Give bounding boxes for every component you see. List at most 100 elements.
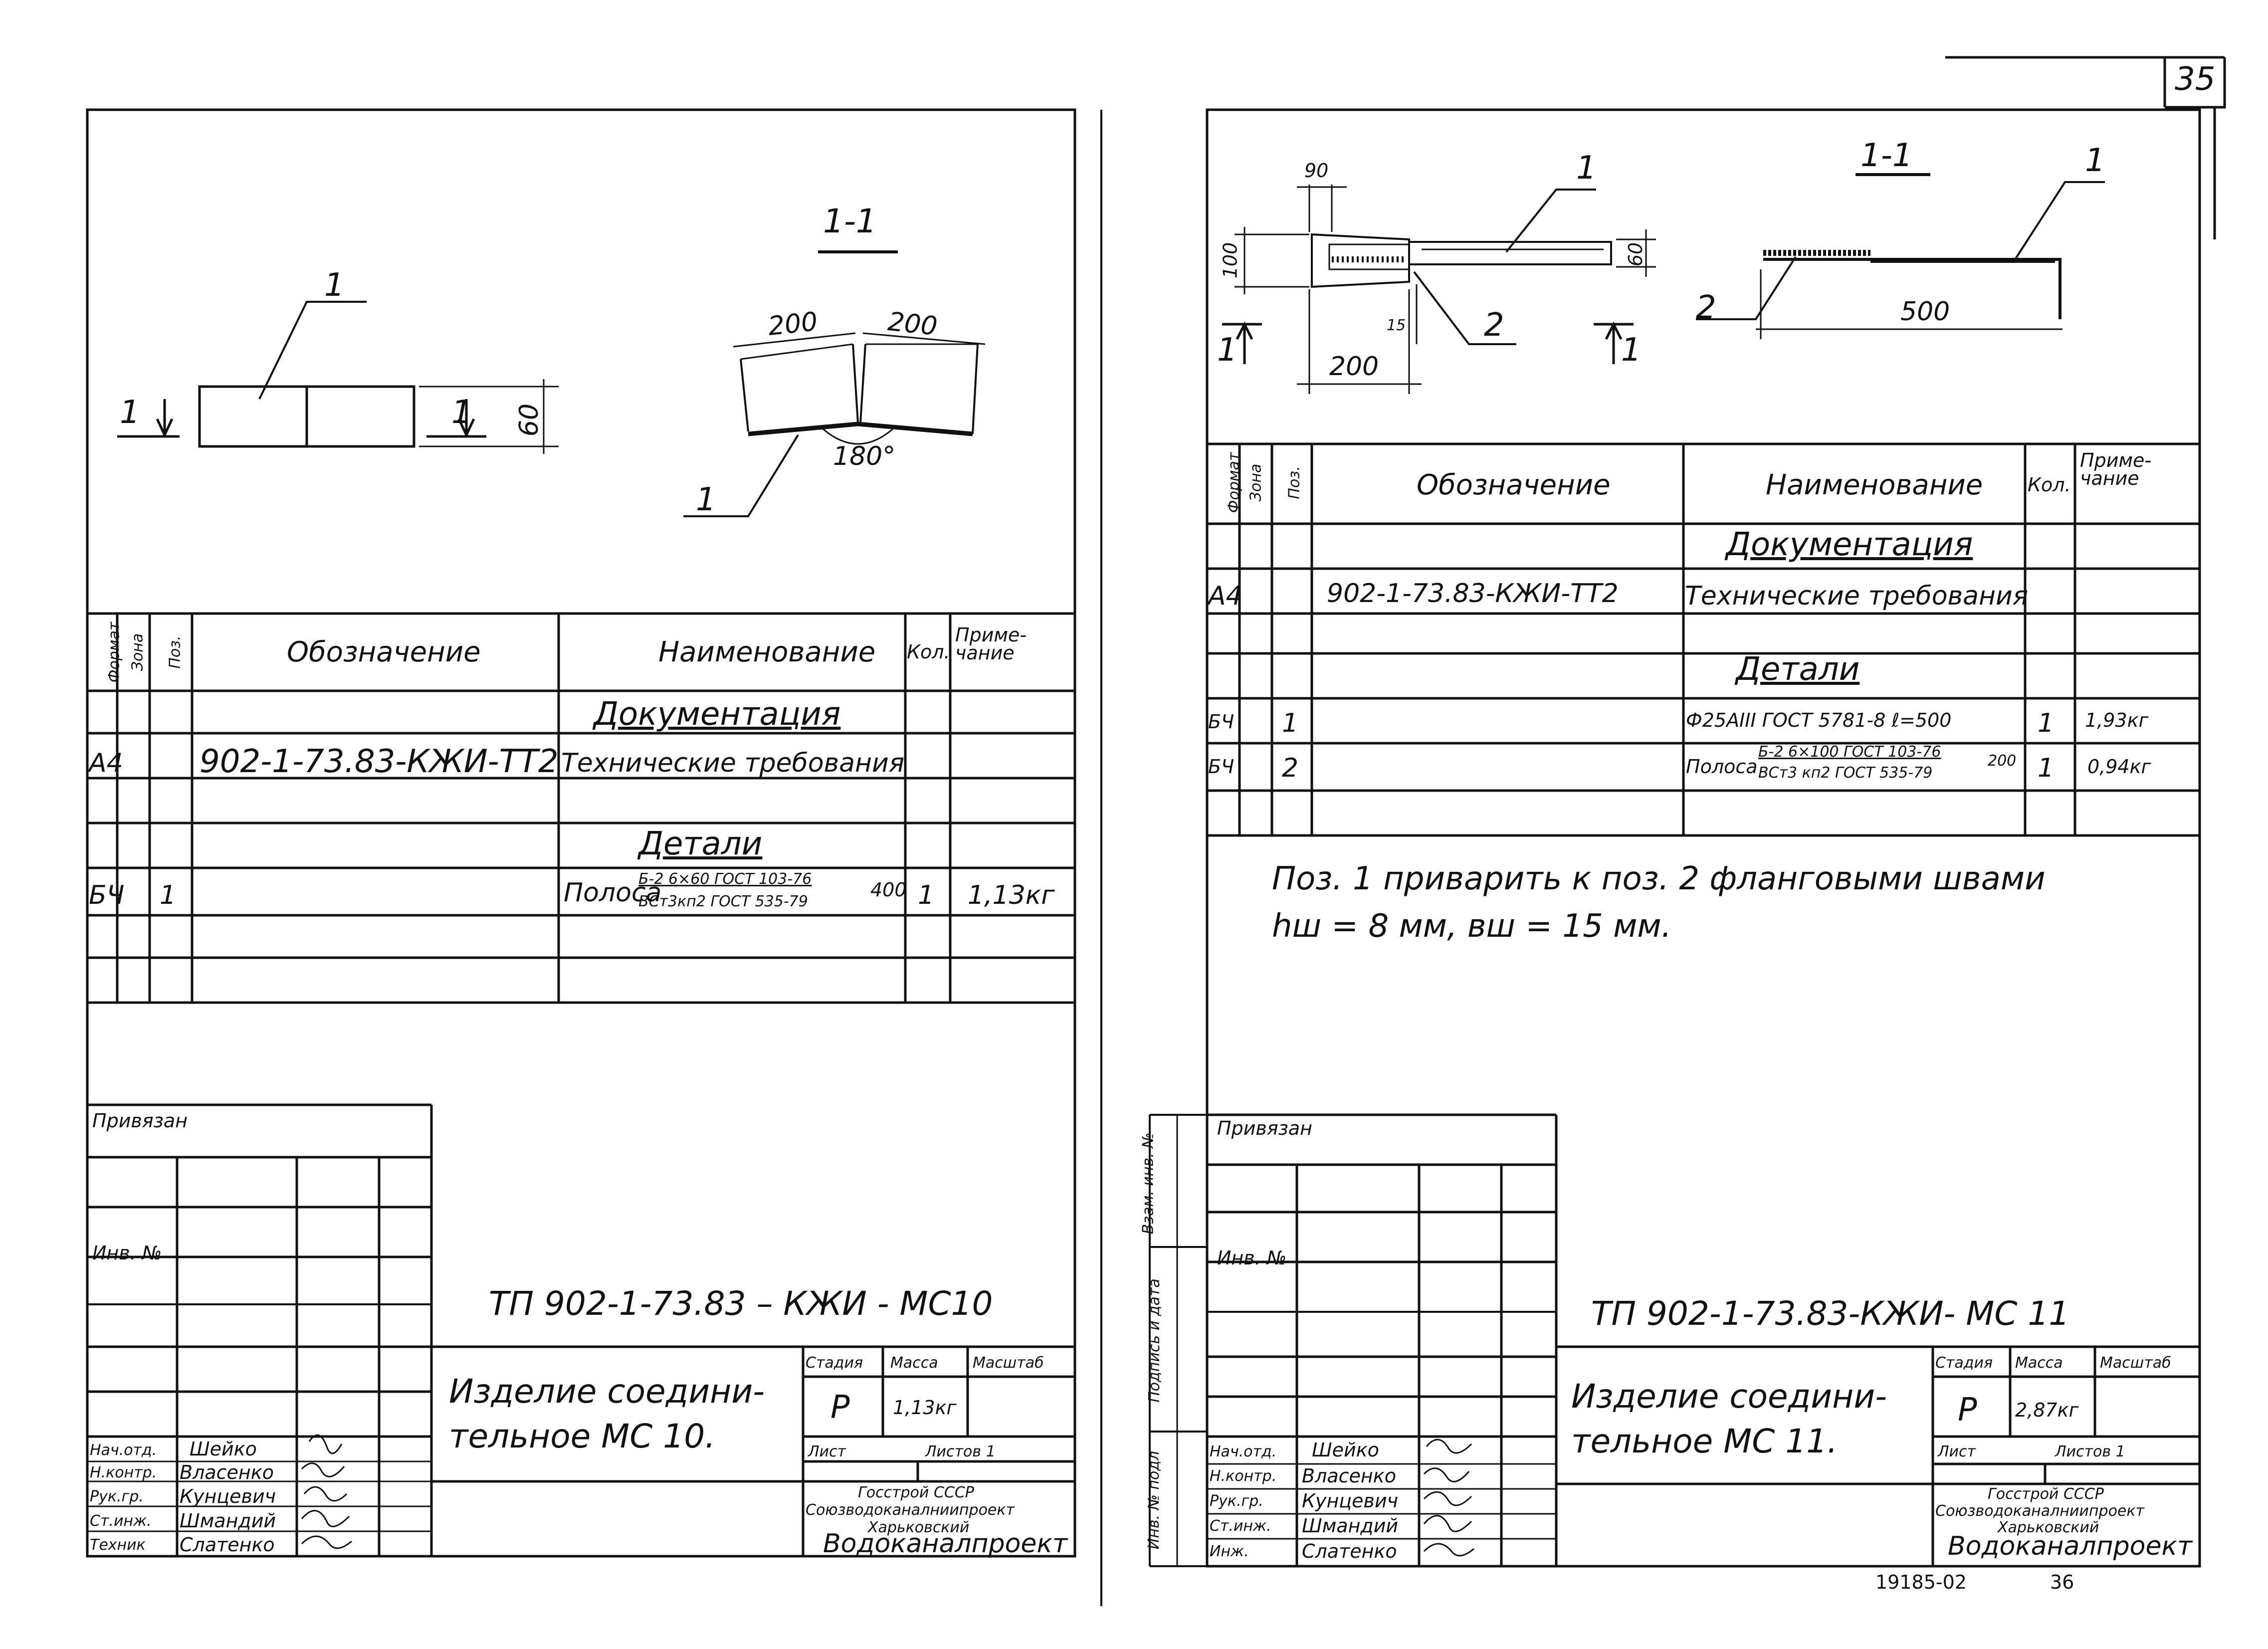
right-cut-right: 1 [1621,332,1642,369]
right-side-stamp-grid [1149,1114,1207,1567]
left-callout-1b: 1 [696,481,716,518]
right-title-grid [1207,1113,2200,1566]
left-signer-name-1: Власенко [180,1461,274,1483]
right-signer-name-2: Кунцевич [1302,1490,1399,1512]
left-doc-code: ТП 902-1-73.83 – КЖИ - МС10 [489,1284,993,1323]
right-dim-100: 100 [1219,242,1241,279]
left-signer-role-4: Техник [90,1536,146,1554]
bottom-page: 36 [2050,1571,2074,1593]
right-dim-90: 90 [1304,160,1329,182]
right-signer-name-1: Власенко [1302,1465,1396,1487]
right-inv: Инв. № [1217,1247,1287,1269]
right-note-line2: hш = 8 мм, вш = 15 мм. [1272,908,1672,945]
right-privyazan: Привязан [1217,1117,1312,1139]
left-mass-label: Масса [890,1354,938,1372]
left-section-label: 1-1 [823,202,877,240]
left-title: Изделие соедини- тельное МС 10. [449,1372,765,1455]
right-hdr-note: Приме- чание [2080,449,2152,489]
signature-scribbles [301,1434,1474,1557]
right-row5-qty: 1 [2038,753,2055,783]
left-stage-label: Стадия [806,1354,863,1372]
side-stamp-inv-podl: Инв. № подл [1145,1450,1163,1550]
left-sheet-label: Лист [808,1443,846,1460]
right-row5-name-top: Б-2 6×100 ГОСТ 103-76 [1758,743,1941,761]
left-scale-label: Масштаб [973,1354,1044,1372]
left-angle: 180° [833,441,896,471]
left-hdr-qty: Кол. [907,641,950,663]
page-number-frame [1945,56,2226,109]
right-callout-2a: 2 [1484,307,1504,344]
left-row4-pos: 1 [160,880,177,910]
right-hdr-designation: Обозначение [1417,469,1611,501]
right-hdr-zone: Зона [1247,463,1265,502]
right-cut-left: 1 [1217,332,1237,369]
right-signer-role-2: Рук.гр. [1210,1492,1263,1510]
left-dim-60: 60 [514,403,545,437]
left-sheet-frame [86,108,1076,1558]
left-signer-role-2: Рук.гр. [90,1488,144,1505]
right-row5-pos: 2 [1282,753,1299,783]
right-mass-label: Масса [2015,1354,2063,1372]
left-org-3: Водоканалпроект [823,1529,1068,1559]
right-row4-pos: 1 [1282,708,1299,738]
bottom-code: 19185-02 [1875,1571,1967,1593]
left-hdr-format: Формат [105,621,123,683]
left-signer-role-1: Н.контр. [90,1464,157,1481]
left-signer-role-0: Нач.отд. [90,1442,157,1459]
left-org-2: Харьковский [868,1519,970,1536]
right-row4-format: БЧ [1208,711,1235,733]
left-sheets-label: Листов 1 [925,1443,996,1460]
left-org-0: Госстрой СССР [858,1484,974,1501]
right-row5-note: 0,94кг [2087,756,2151,778]
left-hdr-pos: Поз. [166,635,184,669]
left-row2-format: А4 [89,748,123,778]
left-inv: Инв. № [92,1242,162,1264]
right-stage: Р [1958,1392,1977,1429]
left-row-details: Детали [638,825,763,862]
left-mass: 1,13кг [893,1397,957,1419]
right-row5-format: БЧ [1208,756,1235,778]
left-row4-name-bottom: ВСт3кп2 ГОСТ 535-79 [638,893,808,910]
right-row5-name: Полоса [1686,756,1758,778]
left-signer-name-3: Шмандий [180,1510,276,1532]
left-row4-name-top: Б-2 6×60 ГОСТ 103-76 [638,870,812,888]
left-privyazan: Привязан [92,1110,188,1132]
right-hdr-name: Наименование [1766,469,1983,501]
left-row2-name: Технические требования [561,748,905,778]
right-row-details: Детали [1736,651,1860,688]
left-dim-200b: 200 [886,306,939,342]
right-row2-name: Технические требования [1685,581,2029,611]
right-callout-1a: 1 [1576,150,1597,187]
right-spec-grid [1207,442,2200,837]
left-row4-name-len: 400 [870,879,907,901]
right-callout-1b: 1 [2085,142,2105,179]
right-note-line1: Поз. 1 приварить к поз. 2 фланговыми шва… [1272,860,2046,897]
right-org-1: Союзводоканалниипроект [1935,1502,2144,1520]
right-signer-name-4: Слатенко [1302,1540,1397,1562]
right-doc-code: ТП 902-1-73.83-КЖИ- МС 11 [1591,1294,2070,1333]
right-dim-60: 60 [1625,242,1647,267]
left-hdr-note: Приме- чание [955,624,1027,664]
left-dim-200a: 200 [767,306,820,342]
right-row4-name: Ф25АIII ГОСТ 5781-8 ℓ=500 [1686,709,1952,731]
left-hdr-designation: Обозначение [287,636,481,668]
right-hdr-qty: Кол. [2028,474,2071,496]
right-org-0: Госстрой СССР [1988,1485,2104,1503]
right-mass: 2,87кг [2015,1399,2079,1421]
left-row-documentation: Документация [594,696,841,733]
right-sheets-label: Листов 1 [2055,1443,2125,1460]
right-org-2: Харьковский [1998,1519,2099,1536]
right-row5-name-bottom: ВСт3 кп2 ГОСТ 535-79 [1758,764,1933,782]
left-callout-1: 1 [324,267,345,304]
right-hdr-format: Формат [1225,452,1243,513]
page-number: 35 [2175,61,2216,98]
right-row4-qty: 1 [2038,708,2055,738]
right-section-label: 1-1 [1860,137,1913,174]
left-row4-format: БЧ [89,880,125,910]
left-cut-label-right: 1 [451,394,472,431]
right-signer-name-0: Шейко [1312,1439,1379,1461]
side-stamp-vzam: Взам. инв. № [1139,1132,1157,1235]
left-hdr-zone: Зона [129,633,147,671]
left-stage: Р [830,1389,850,1426]
